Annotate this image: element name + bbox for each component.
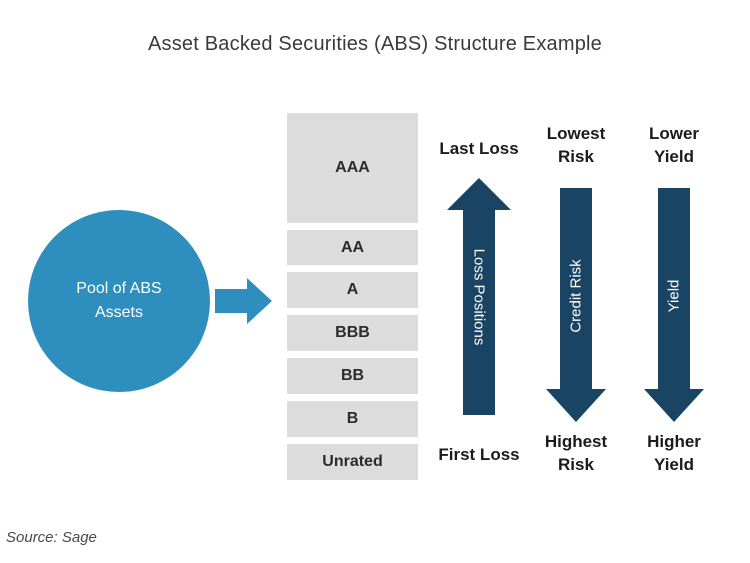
tranche-b: B bbox=[287, 401, 418, 437]
down-arrow-shape bbox=[546, 188, 606, 422]
credit-top-label: Lowest Risk bbox=[546, 124, 606, 166]
yield-arrow-label: Yield bbox=[665, 279, 683, 313]
up-arrow-shape bbox=[447, 178, 511, 415]
pool-label: Pool of ABS Assets bbox=[76, 280, 162, 321]
loss-bottom-label: First Loss bbox=[438, 445, 520, 464]
tranche-stack: AAA AA A BBB BB B Unrated bbox=[287, 113, 418, 480]
tranche-aaa: AAA bbox=[287, 113, 418, 223]
tranche-aa: AA bbox=[287, 230, 418, 265]
tranche-bbb: BBB bbox=[287, 315, 418, 351]
down-arrow-icon: Yield bbox=[644, 188, 704, 422]
tranche-label: BB bbox=[340, 367, 365, 384]
right-arrow-shape bbox=[215, 278, 272, 324]
yield-top-label: Lower Yield bbox=[648, 124, 700, 166]
right-arrow-icon bbox=[215, 278, 272, 324]
loss-top-label: Last Loss bbox=[439, 139, 519, 158]
yield-bottom-label: Higher Yield bbox=[647, 432, 701, 474]
credit-arrow-label: Credit Risk bbox=[567, 258, 585, 333]
tranche-label: AAA bbox=[335, 159, 370, 176]
tranche-a: A bbox=[287, 272, 418, 308]
tranche-label: A bbox=[346, 281, 359, 298]
down-arrow-shape bbox=[644, 188, 704, 422]
tranche-unrated: Unrated bbox=[287, 444, 418, 480]
source-note: Source: Sage bbox=[6, 529, 97, 546]
page-title: Asset Backed Securities (ABS) Structure … bbox=[147, 33, 603, 55]
loss-arrow-label: Loss Positions bbox=[470, 248, 488, 345]
up-arrow-icon: Loss Positions bbox=[447, 178, 511, 415]
down-arrow-icon: Credit Risk bbox=[546, 188, 606, 422]
pool-of-assets-circle: Pool of ABS Assets bbox=[28, 210, 210, 392]
credit-bottom-label: Highest Risk bbox=[544, 432, 608, 474]
tranche-label: B bbox=[346, 410, 359, 427]
tranche-label: BBB bbox=[335, 324, 370, 341]
tranche-bb: BB bbox=[287, 358, 418, 394]
tranche-label: Unrated bbox=[322, 453, 383, 470]
tranche-label: AA bbox=[340, 238, 365, 256]
